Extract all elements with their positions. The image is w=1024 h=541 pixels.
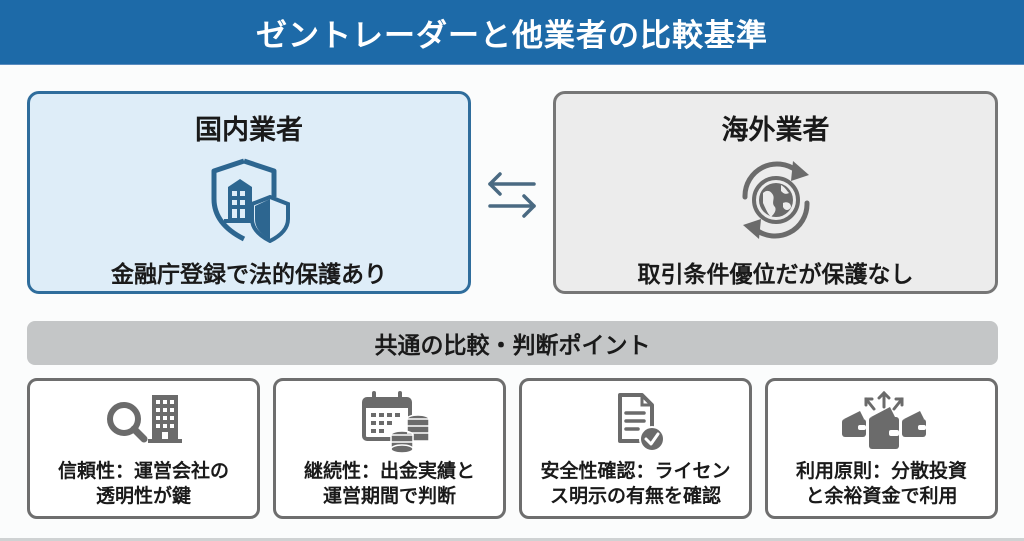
wallets-diversify-icon <box>841 390 926 449</box>
domestic-panel-description: 金融庁登録で法的保護あり <box>111 262 387 288</box>
criteria-text-safety: 安全性確認：ライセン ス明示の有無を確認 <box>540 459 730 509</box>
swap-arrows-icon <box>488 172 536 218</box>
footer-divider <box>0 538 1024 541</box>
criteria-card-continuity: 継続性：出金実績と 運営期間で判断 <box>273 378 506 519</box>
search-building-icon <box>106 395 182 443</box>
criteria-card-principles: 利用原則：分散投資 と余裕資金で利用 <box>765 378 998 519</box>
domestic-broker-panel: 国内業者 金融庁登録で法的保護あり <box>27 91 471 294</box>
shield-building-icon <box>211 158 290 243</box>
overseas-panel-description: 取引条件優位だが保護なし <box>637 262 914 288</box>
card-line: 運営期間で判断 <box>322 485 456 507</box>
card-line: 信頼性：運営会社の <box>57 460 229 482</box>
criteria-card-safety: 安全性確認：ライセン ス明示の有無を確認 <box>519 378 752 519</box>
document-check-icon <box>617 393 665 452</box>
criteria-text-reliability: 信頼性：運営会社の 透明性が鍵 <box>58 459 229 509</box>
criteria-text-principles: 利用原則：分散投資 と余裕資金で利用 <box>796 459 967 509</box>
domestic-panel-title: 国内業者 <box>195 115 303 146</box>
overseas-panel-title: 海外業者 <box>721 115 830 146</box>
common-points-heading: 共通の比較・判断ポイント <box>27 321 998 365</box>
header-banner: ゼントレーダーと他業者の比較基準 <box>0 0 1024 65</box>
card-line: 透明性が鍵 <box>95 485 191 507</box>
card-line: 利用原則：分散投資 <box>795 460 967 482</box>
criteria-text-continuity: 継続性：出金実績と 運営期間で判断 <box>304 459 475 509</box>
card-line: 継続性：出金実績と <box>303 460 475 482</box>
overseas-broker-panel: 海外業者 取引条件優位だが保護なし <box>553 91 998 294</box>
page-title: ゼントレーダーと他業者の比較基準 <box>256 17 768 54</box>
criteria-card-reliability: 信頼性：運営会社の 透明性が鍵 <box>27 378 260 519</box>
common-points-title: 共通の比較・判断ポイント <box>374 333 651 359</box>
card-line: 安全性確認：ライセン <box>540 460 731 482</box>
globe-cycle-icon <box>741 161 810 239</box>
card-line: と余裕資金で利用 <box>805 485 958 507</box>
card-line: ス明示の有無を確認 <box>549 485 721 507</box>
calendar-coins-icon <box>361 391 430 454</box>
